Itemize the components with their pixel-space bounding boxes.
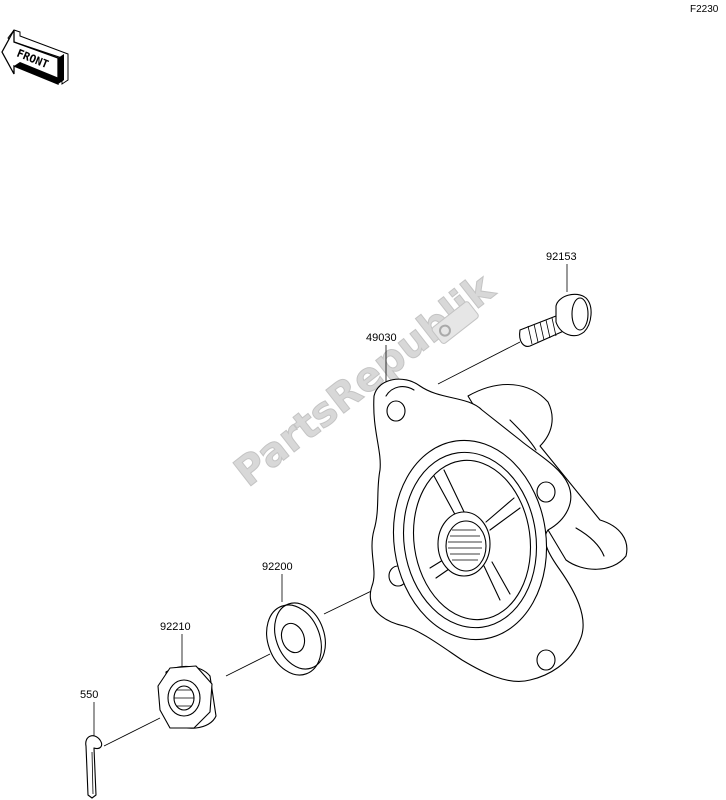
part-number-label: 49030 [366,332,397,344]
part-number-label: 92153 [546,251,577,263]
bolt-part [519,293,592,347]
figure-code: F2230 [690,4,719,15]
nut-part [157,665,217,729]
front-arrow-icon: FRONT [1,29,69,85]
part-number-label: 92200 [262,561,293,573]
part-number-label: 92210 [160,621,191,633]
hub-part [369,378,628,682]
gear-icon [431,301,479,344]
cotter-pin-part [85,735,103,799]
part-number-label: 550 [80,689,98,701]
washer-part [266,602,326,676]
leader-lines [93,264,568,747]
